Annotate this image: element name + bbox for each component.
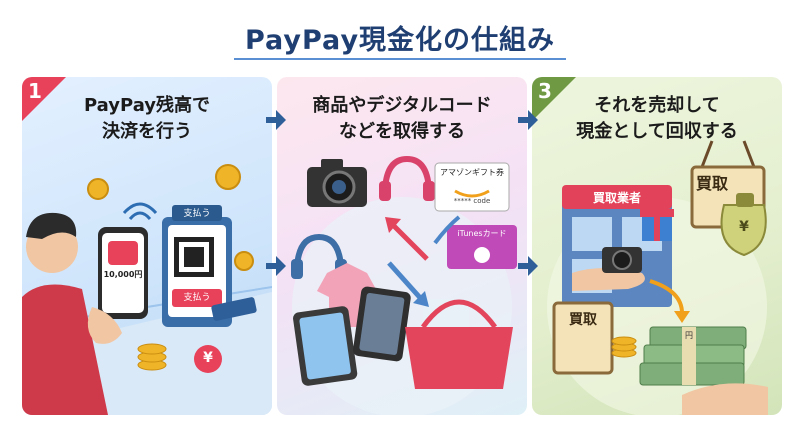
phone-amount-text: 10,000円: [103, 270, 143, 279]
itunes-card: [447, 225, 517, 269]
step-badge-3: [532, 77, 576, 121]
step-3-illustration: [547, 140, 768, 415]
arrow-right-icon: [518, 256, 538, 276]
step-1-illustration: [22, 164, 272, 415]
shop-sign-text: 買取業者: [592, 191, 641, 205]
money-bag-icon: [720, 193, 767, 257]
kiosk-screen-label: 支払う: [183, 293, 211, 303]
coin-icon: [87, 164, 254, 371]
step-badge-1: [22, 77, 66, 121]
step-3-title: それを売却して 現金として回収する: [576, 95, 738, 142]
wireless-icon: [122, 202, 158, 221]
page-title: PayPay現金化の仕組み: [244, 25, 556, 56]
step-2-title: 商品やデジタルコード などを取得する: [312, 95, 492, 142]
bills-label: 円: [685, 331, 693, 340]
arrow-right-icon: [266, 110, 286, 130]
itunes-card-label: iTunesカード: [457, 229, 507, 238]
step-number-3: 3: [538, 79, 552, 103]
title-underline: [234, 58, 566, 60]
step-3-panel: 3 それを売却して 現金として回収する 買取業者 買取 買取 円 ¥: [532, 77, 782, 415]
gift-card-label: アマゾンギフト券: [440, 168, 504, 177]
cash-stack: [639, 326, 747, 386]
customer-figure: [22, 212, 108, 415]
board-sign-text: 買取: [569, 312, 597, 328]
step-1-title: PayPay残高で 決済を行う: [83, 95, 211, 142]
arrow-right-icon: [518, 110, 538, 130]
smartphone: [98, 227, 148, 319]
step-2-panel: 商品やデジタルコード などを取得する アマゾンギフト券 ***** code i…: [277, 77, 527, 415]
coin-stack-icon: [611, 336, 637, 358]
payment-kiosk: [162, 217, 232, 327]
step-number-1: 1: [28, 79, 42, 103]
yen-symbol: ¥: [203, 350, 213, 366]
step-1-panel: 1 PayPay残高で 決済を行う 10,000円 支払う 支払う ¥: [22, 77, 272, 415]
money-bag-symbol: ¥: [739, 219, 749, 235]
board-sign: [552, 301, 614, 375]
kiosk-label: 支払う: [183, 209, 211, 219]
flow-arrow: [649, 279, 684, 314]
hanging-sign-text: 買取: [695, 174, 728, 193]
arrow-right-icon: [266, 256, 286, 276]
gift-card-code: ***** code: [453, 197, 491, 205]
gift-card: [434, 162, 510, 212]
shopping-basket: [405, 299, 513, 389]
gift-box-icon: [640, 209, 674, 241]
headphones-icon: [379, 155, 435, 201]
camera-icon: [307, 159, 367, 207]
exchange-arrow: [389, 221, 429, 261]
camera-icon: [602, 247, 642, 273]
step-2-illustration: [291, 155, 517, 415]
